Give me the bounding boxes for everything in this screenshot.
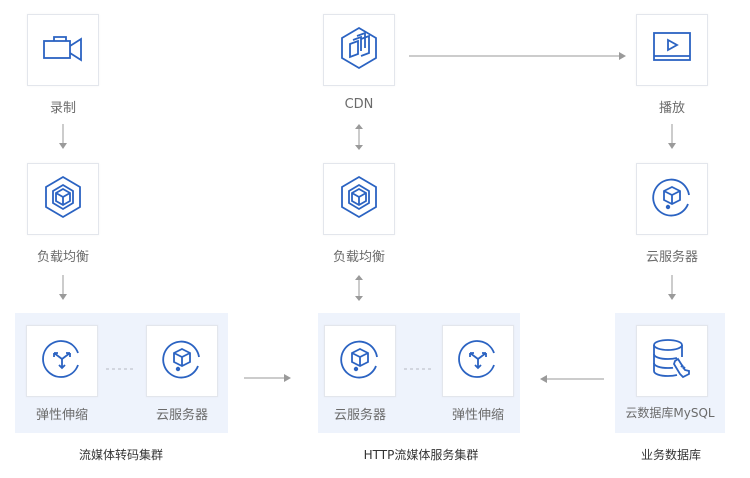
node-transcode-cloud-server-label: 云服务器 [155,408,208,423]
cloud-server-icon [158,335,206,387]
node-record-label: 录制 [49,101,76,116]
arrow-db-to-http [540,369,606,388]
node-cloud-server-right[interactable] [636,163,708,235]
arrow-transcode-to-http [244,368,292,387]
node-play[interactable] [636,14,708,86]
arrow-cdn-to-play [409,46,627,65]
node-http-cloud-server-label: 云服务器 [333,408,386,423]
node-cdn-label: CDN [344,97,374,112]
load-balancer-icon [335,173,383,225]
cloud-server-icon [336,335,384,387]
arrow-play-to-cvm [667,124,677,154]
arrow-lb-http-bidirectional [354,275,364,305]
node-http-cloud-server[interactable] [324,325,396,397]
group-transcode-title: 流媒体转码集群 [78,448,163,462]
group-http-title: HTTP流媒体服务集群 [363,448,479,462]
dashed-link-http [404,358,436,377]
arrow-cvm-to-db [667,275,677,305]
video-camera-icon [39,24,87,76]
cdn-hexagon-icon [335,24,383,76]
node-transcode-autoscale-label: 弹性伸缩 [35,408,88,423]
node-cdn[interactable] [323,14,395,86]
arrow-record-to-lb [58,124,68,154]
node-http-autoscale[interactable] [442,325,514,397]
arrow-lb-to-transcode [58,275,68,305]
dashed-link-transcode [106,358,138,377]
video-player-icon [648,24,696,76]
node-http-autoscale-label: 弹性伸缩 [451,408,504,423]
arrow-cdn-lb-bidirectional [354,124,364,154]
node-mysql-label: 云数据库MySQL [625,406,715,420]
node-mysql[interactable] [636,325,708,397]
auto-scaling-icon [454,335,502,387]
node-play-label: 播放 [658,101,685,116]
node-transcode-cloud-server[interactable] [146,325,218,397]
load-balancer-icon [39,173,87,225]
node-load-balancer-left[interactable] [27,163,99,235]
node-cloud-server-right-label: 云服务器 [645,250,698,265]
node-load-balancer-mid[interactable] [323,163,395,235]
node-transcode-autoscale[interactable] [26,325,98,397]
cloud-server-icon [648,173,696,225]
node-load-balancer-mid-label: 负载均衡 [332,250,385,265]
auto-scaling-icon [38,335,86,387]
node-record[interactable] [27,14,99,86]
group-db-title: 业务数据库 [640,448,701,462]
database-icon [648,335,696,387]
node-load-balancer-left-label: 负载均衡 [36,250,89,265]
